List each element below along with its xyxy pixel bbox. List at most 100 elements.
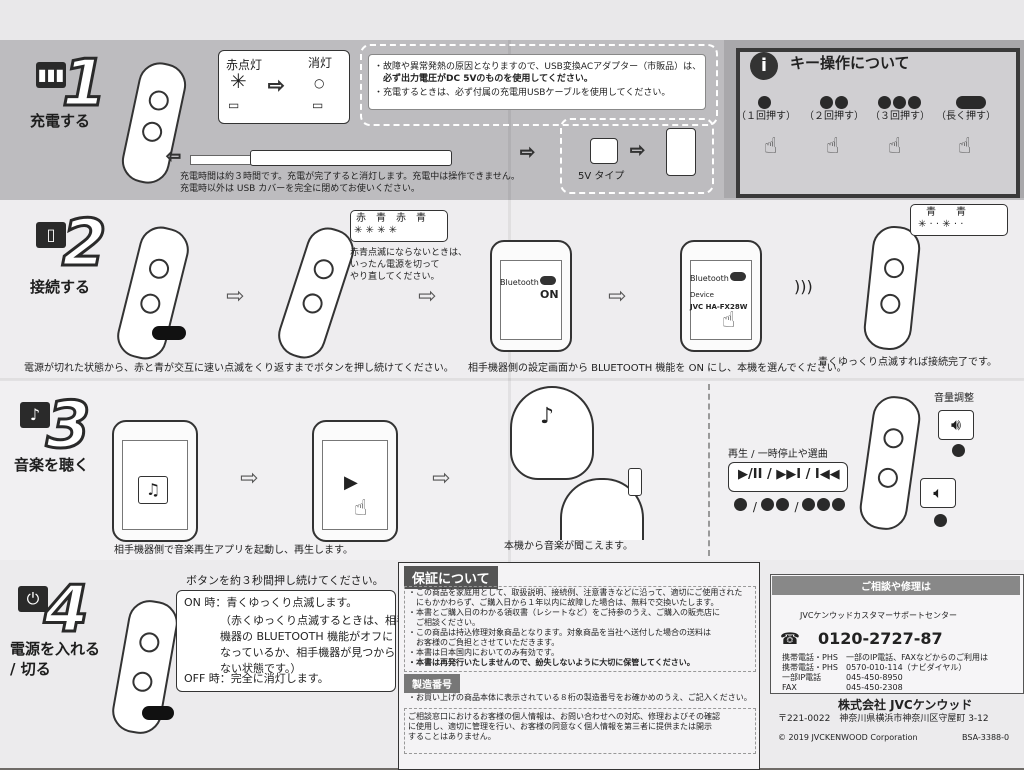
- contact-row-label: FAX: [782, 683, 797, 692]
- notice-line: ・故障や異常発熱の原因となりますので、USB変換ACアダプター（市販品）は、: [374, 62, 702, 72]
- led-label: 赤: [356, 213, 366, 224]
- retry-note: いったん電源を切って: [350, 260, 440, 270]
- step-number-1: 1: [61, 47, 109, 121]
- bluetooth-label: Bluetooth: [690, 274, 729, 283]
- on-state-line: ON 時：青くゆっくり点滅します。: [184, 596, 358, 609]
- contact-row-value: 045-450-8950: [846, 673, 903, 682]
- notice-box: [368, 54, 706, 110]
- key-label-3: （３回押す）: [870, 111, 930, 122]
- warranty-text-frame: [404, 586, 756, 672]
- privacy-line: に使用し、適切に管理を行い、お客様の同意なく個人情報を第三者に提供または開示: [408, 722, 712, 731]
- hand-press-icon: ☝: [888, 134, 902, 159]
- warranty-line: ・この商品を家庭用として、取扱説明、接続例、注意書きなどに沿って、適切にご使用さ…: [408, 588, 743, 597]
- notice-line: ・充電するときは、必ず付属の充電用USBケーブルを使用してください。: [374, 88, 671, 98]
- music-note-icon: ♪: [20, 402, 50, 428]
- document-code: BSA-3388-0: [962, 733, 1010, 742]
- sound-waves-icon: ))): [794, 277, 813, 296]
- retry-note: 赤青点滅にならないときは、: [350, 248, 468, 258]
- led-off-icon: ○: [314, 76, 325, 90]
- contact-row-label: 携帯電話・PHS: [782, 663, 838, 672]
- free-dial-number[interactable]: 0120-2727-87: [818, 629, 943, 648]
- led-label: 青: [376, 213, 386, 224]
- step3-title: 音楽を聴く: [14, 456, 90, 474]
- notice-dashed-frame: [360, 44, 718, 126]
- press-3-icon: [878, 94, 923, 113]
- step4-title: 電源を入れる: [10, 640, 101, 658]
- free-dial-icon: ☎: [780, 629, 800, 648]
- press-count-icons: / /: [734, 498, 847, 514]
- led-blink-icon: ✳ ✳ ✳ ✳: [354, 225, 398, 236]
- device-name[interactable]: JVC HA-FX28W: [690, 303, 748, 311]
- person-head-illustration: [510, 386, 594, 480]
- step-number-3: 3: [45, 389, 93, 463]
- bluetooth-toggle: [540, 276, 556, 285]
- on-state-detail: ない状態です。）: [220, 662, 302, 675]
- fold-line: [0, 378, 1024, 381]
- led-label: 赤: [396, 213, 406, 224]
- long-press-icon: [152, 326, 186, 340]
- bluetooth-on-label: ON: [540, 288, 559, 301]
- play-controls-box: [728, 462, 848, 492]
- serial-title: 製造番号: [404, 674, 460, 693]
- hand-tap-icon: ☝: [722, 308, 736, 333]
- serial-line: ・お買い上げの商品本体に表示されている８桁の製造番号をお確かめのうえ、ご記入くだ…: [408, 693, 752, 702]
- company-name: 株式会社 JVCケンウッド: [838, 698, 973, 712]
- play-pause-skip-icons: ▶/II / ▶▶I / I◀◀: [738, 467, 840, 482]
- key-label-4: （長く押す）: [936, 111, 996, 122]
- phone-screen: [500, 260, 562, 340]
- phone-icon: ▯: [36, 222, 66, 248]
- usb-cable-icon: [250, 150, 452, 166]
- off-state-line: OFF 時：完全に消灯します。: [184, 672, 329, 685]
- red-on-label: 赤点灯: [226, 58, 263, 72]
- wall-outlet-icon: [666, 128, 696, 176]
- phone-play-screen: [312, 420, 398, 542]
- play-icon: ▶: [344, 472, 358, 493]
- info-icon: i: [750, 52, 778, 80]
- key-panel: [736, 48, 1020, 198]
- step2-title: 接続する: [30, 278, 91, 296]
- step2-caption-left: 電源が切れた状態から、赤と青が交互に速い点滅をくり返すまでボタンを押し続けてくだ…: [24, 363, 454, 374]
- step2-caption-mid: 相手機器側の設定画面から BLUETOOTH 機能を ON にし、本機を選んでく…: [468, 363, 847, 374]
- battery-icon: ▮▮▮: [36, 62, 66, 88]
- play-control-label: 再生 / 一時停止や選曲: [728, 449, 828, 460]
- step1-title: 充電する: [30, 112, 91, 130]
- led-label: 青: [956, 207, 966, 218]
- divider: [708, 384, 710, 556]
- led-blink-icon: ✳ · · ✳ · ·: [918, 219, 964, 230]
- hand-press-icon: ☝: [826, 134, 840, 159]
- music-app-icon: ♫: [138, 476, 168, 504]
- phone-bluetooth-screen: [490, 240, 572, 352]
- battery-icon: ▭: [228, 98, 240, 112]
- press-1-icon: [952, 444, 965, 457]
- ac-adapter-icon: [590, 138, 618, 164]
- on-state-detail: （赤くゆっくり点滅するときは、相手: [220, 614, 407, 627]
- company-address: 〒221-0022 神奈川県横浜市神奈川区守屋町 3-12: [778, 714, 989, 724]
- press-1-icon: [758, 94, 773, 113]
- arrow-right-icon: ⇨: [226, 284, 245, 309]
- arrow-right-icon: ⇨: [418, 284, 437, 309]
- retry-note: やり直してください。: [350, 272, 440, 282]
- arrow-right-icon: ⇨: [240, 466, 259, 491]
- warranty-line: ・この商品は持込修理対象商品となります。対象商品を当社へ送付した場合の送料は: [408, 628, 711, 637]
- contact-sub: JVCケンウッドカスタマーサポートセンター: [800, 611, 958, 620]
- arrow-right-icon: ⇨: [268, 73, 286, 97]
- copyright: © 2019 JVCKENWOOD Corporation: [778, 733, 918, 742]
- contact-row-label: 一部IP電話: [782, 673, 822, 682]
- off-label: 消灯: [308, 56, 333, 70]
- power-state-box: [176, 590, 396, 692]
- adapter-dashed-frame: [560, 118, 714, 194]
- hold-instruction: ボタンを約３秒間押し続けてください。: [186, 574, 384, 587]
- step3-caption-left: 相手機器側で音楽再生アプリを起動し、再生します。: [114, 545, 353, 556]
- contact-row-value: 045-450-2308: [846, 683, 903, 692]
- bluetooth-toggle: [730, 272, 746, 281]
- step2-caption-right: 青くゆっくり点滅すれば接続完了です。: [818, 357, 997, 368]
- volume-down-icon: 🔈︎: [920, 478, 956, 508]
- arrow-left-icon: ⇦: [165, 146, 182, 167]
- bluetooth-label: Bluetooth: [500, 278, 539, 287]
- step4-title: / 切る: [10, 660, 51, 678]
- phone-screen: [322, 440, 388, 530]
- arrow-right-icon: ⇨: [608, 284, 627, 309]
- hand-press-icon: ☝: [958, 134, 972, 159]
- battery-icon: ▭: [312, 98, 324, 112]
